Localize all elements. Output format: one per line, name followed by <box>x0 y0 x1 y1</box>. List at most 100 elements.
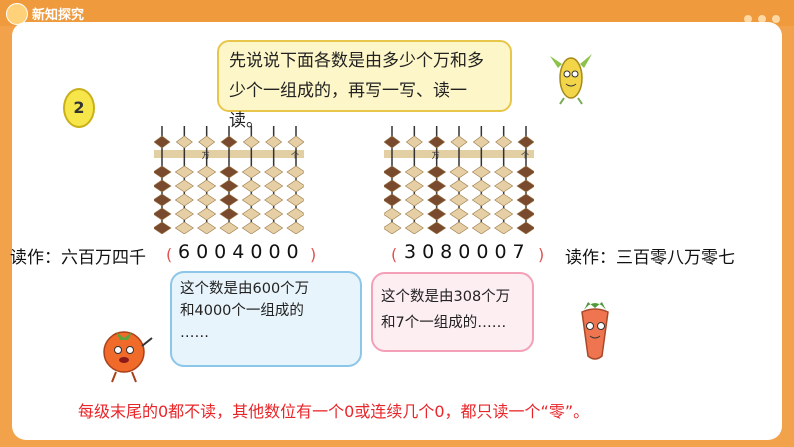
abacus-left-lower-bead <box>219 165 239 179</box>
abacus-right-lower-bead <box>494 165 514 179</box>
abacus-left-lower-bead <box>197 165 217 179</box>
abacus-right-lower-bead <box>471 207 491 221</box>
abacus-left-upper-bead <box>287 135 304 149</box>
abacus-right-lower-bead <box>384 193 402 207</box>
number-left: 6004000 <box>178 241 305 263</box>
abacus-left-lower-bead <box>241 165 261 179</box>
abacus-left-lower-bead <box>241 221 261 234</box>
abacus-right-upper-bead <box>384 135 401 149</box>
abacus-left-lower-bead <box>286 165 304 179</box>
abacus-right-upper-bead <box>405 135 423 149</box>
abacus-left-lower-bead <box>174 207 194 221</box>
abacus-right-lower-bead <box>404 179 424 193</box>
abacus-right-lower-bead <box>516 207 534 221</box>
instruction-line-1: 先说说下面各数是由多少个万和多 <box>229 51 484 71</box>
abacus-left-wan-label: 万 <box>202 151 210 160</box>
abacus-right-lower-bead <box>404 221 424 234</box>
abacus-left-upper-bead <box>220 135 238 149</box>
abacus-right-lower-bead <box>404 207 424 221</box>
abacus-left-upper-bead <box>175 135 193 149</box>
abacus-left-lower-bead <box>241 179 261 193</box>
abacus-right-lower-bead <box>449 165 469 179</box>
carrot-character-icon <box>581 302 609 360</box>
explain-left-line-2: 和4000个一组成的 <box>180 303 304 319</box>
abacus-left-lower-bead <box>197 207 217 221</box>
problem-number-badge: 2 <box>63 88 95 128</box>
read-label-left: 读作：六百万四千 <box>10 248 146 268</box>
paren-close-right: ) <box>538 245 545 264</box>
abacus-right-lower-bead <box>494 179 514 193</box>
explain-right-line-1: 这个数是由308个万 <box>381 289 511 305</box>
abacus-right-lower-bead <box>449 207 469 221</box>
abacus-left-lower-bead <box>264 193 284 207</box>
abacus-left-lower-bead <box>286 193 304 207</box>
header-title: 新知探究 <box>32 8 85 23</box>
tomato-character-icon <box>103 331 153 383</box>
abacus-left-lower-bead <box>264 179 284 193</box>
paren-close-left: ) <box>310 245 317 264</box>
abacus-left-lower-bead <box>286 207 304 221</box>
abacus-right-lower-bead <box>449 221 469 234</box>
abacus-right-lower-bead <box>471 165 491 179</box>
abacus-left-lower-bead <box>174 221 194 234</box>
abacus-left-lower-bead <box>154 165 172 179</box>
abacus-left-lower-bead <box>154 193 172 207</box>
paren-open-right: ( <box>391 245 398 264</box>
abacus-left-lower-bead <box>241 207 261 221</box>
abacus-right-lower-bead <box>471 179 491 193</box>
abacus-right-lower-bead <box>384 179 402 193</box>
abacus-right-upper-bead <box>472 135 490 149</box>
abacus-right-lower-bead <box>427 193 447 207</box>
header-dots <box>738 8 780 27</box>
read-label-right: 读作：三百零八万零七 <box>565 248 735 268</box>
abacus-left-ge-label: 个 <box>291 151 299 160</box>
abacus-left-lower-bead <box>197 221 217 234</box>
abacus-right: 万个 <box>384 122 534 234</box>
header-bar: 新知探究 <box>0 0 794 26</box>
abacus-left-lower-bead <box>264 165 284 179</box>
abacus-right-lower-bead <box>516 179 534 193</box>
abacus-right-lower-bead <box>494 221 514 234</box>
abacus-left-upper-bead <box>154 135 171 149</box>
abacus-left-lower-bead <box>241 193 261 207</box>
abacus-left-lower-bead <box>197 193 217 207</box>
explain-left-line-1: 这个数是由600个万 <box>180 281 310 297</box>
abacus-right-lower-bead <box>449 193 469 207</box>
abacus-left-upper-bead <box>242 135 260 149</box>
explain-right-line-2: 和7个一组成的…… <box>381 315 507 331</box>
abacus-right-lower-bead <box>494 193 514 207</box>
abacus-right-lower-bead <box>516 193 534 207</box>
abacus-right-lower-bead <box>404 165 424 179</box>
abacus-right-lower-bead <box>471 193 491 207</box>
abacus-right-ge-label: 个 <box>521 151 529 160</box>
abacus-left-lower-bead <box>219 221 239 234</box>
instruction-line-2: 少个一组成的，再写一写、读一读。 <box>229 81 467 131</box>
abacus-right-lower-bead <box>427 179 447 193</box>
abacus-left-upper-bead <box>265 135 283 149</box>
rule-text: 每级末尾的0都不读，其他数位有一个0或连续几个0，都只读一个“零”。 <box>78 402 590 421</box>
abacus-right-lower-bead <box>516 221 534 234</box>
abacus-right-lower-bead <box>427 207 447 221</box>
abacus-right-upper-bead <box>517 135 534 149</box>
abacus-right-lower-bead <box>449 179 469 193</box>
abacus-left-lower-bead <box>174 193 194 207</box>
abacus-left-lower-bead <box>264 221 284 234</box>
abacus-right-upper-bead <box>428 135 446 149</box>
abacus-right-lower-bead <box>384 165 402 179</box>
abacus-right-lower-bead <box>516 165 534 179</box>
abacus-right-lower-bead <box>384 207 402 221</box>
abacus-left-lower-bead <box>174 165 194 179</box>
abacus-left-lower-bead <box>154 221 172 234</box>
abacus-left-lower-bead <box>264 207 284 221</box>
abacus-left-lower-bead <box>197 179 217 193</box>
corn-character-icon <box>550 54 592 105</box>
abacus-left-upper-bead <box>198 135 216 149</box>
abacus-left-lower-bead <box>154 207 172 221</box>
abacus-right-upper-bead <box>495 135 513 149</box>
abacus-right-lower-bead <box>494 207 514 221</box>
abacus-left-lower-bead <box>286 221 304 234</box>
abacus-left-lower-bead <box>219 207 239 221</box>
explain-left-line-3: …… <box>180 325 209 341</box>
abacus-right-wan-label: 万 <box>432 151 440 160</box>
instruction-bubble: 先说说下面各数是由多少个万和多 少个一组成的，再写一写、读一读。 <box>217 40 512 131</box>
